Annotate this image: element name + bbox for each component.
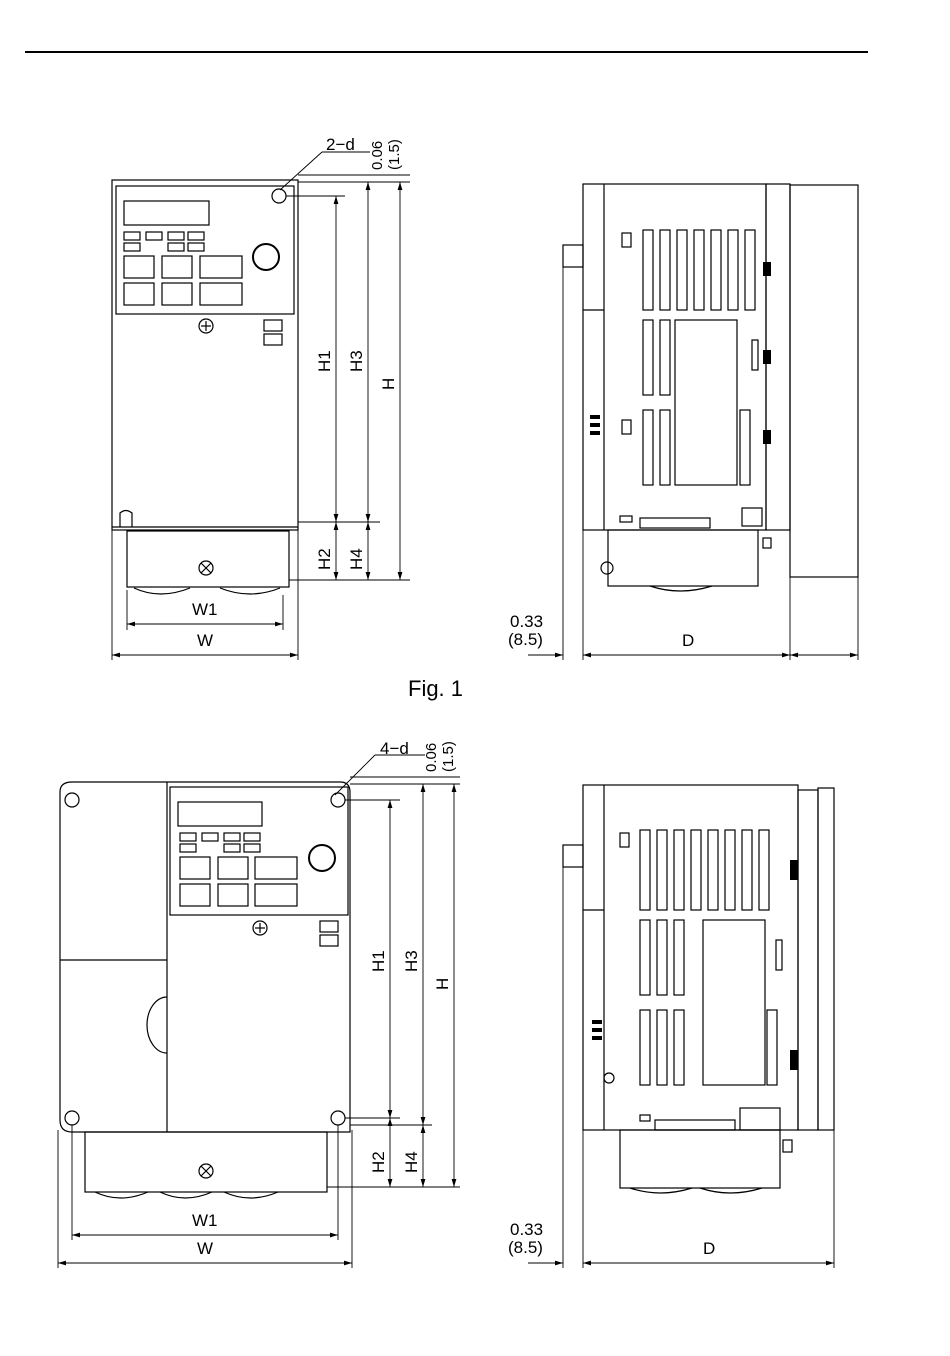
fig2-h2-label: H2 bbox=[369, 1151, 388, 1173]
fig1-side-view bbox=[563, 184, 858, 591]
fig1-w1-label: W1 bbox=[192, 600, 218, 619]
fig2-w-label: W bbox=[197, 1239, 213, 1258]
fig1-h-label: H bbox=[379, 378, 398, 390]
fig1-side-offset-mm: (8.5) bbox=[508, 630, 543, 649]
fig1-vent-slots bbox=[643, 230, 755, 485]
fig1-w-label: W bbox=[197, 631, 213, 650]
fig2-w1-label: W1 bbox=[192, 1211, 218, 1230]
fig1-side-offset-in: 0.33 bbox=[510, 612, 543, 631]
fig1-front-dimensions bbox=[112, 152, 410, 660]
fig1-h3-label: H3 bbox=[347, 350, 366, 372]
fig2-side-view bbox=[563, 785, 834, 1193]
fig1-front-view bbox=[112, 180, 298, 594]
fig2-side-offset-in: 0.33 bbox=[510, 1220, 543, 1239]
fig2-d-label: D bbox=[703, 1239, 715, 1258]
fig1-side-dimensions bbox=[528, 267, 858, 660]
fig1-caption: Fig. 1 bbox=[408, 676, 463, 701]
fig2-hole-offset-in: 0.06 bbox=[423, 743, 440, 772]
fig1-h1-label: H1 bbox=[315, 350, 334, 372]
fig2-h1-label: H1 bbox=[369, 950, 388, 972]
fig1-d-label: D bbox=[682, 631, 694, 650]
fig2-side-dimensions bbox=[528, 867, 834, 1268]
fig1-hole-offset-mm: (1.5) bbox=[386, 139, 403, 170]
fig2-side-offset-mm: (8.5) bbox=[508, 1238, 543, 1257]
fig2-hole-callout: 4−d bbox=[380, 739, 409, 758]
fig2-h-label: H bbox=[433, 978, 452, 990]
fig2-front-view bbox=[60, 782, 350, 1198]
fig1-hole-offset-in: 0.06 bbox=[369, 141, 386, 170]
fig2-front-dimensions bbox=[58, 755, 460, 1268]
fig2-h3-label: H3 bbox=[402, 950, 421, 972]
fig2-hole-offset-mm: (1.5) bbox=[440, 741, 457, 772]
fig1-h2-label: H2 bbox=[315, 548, 334, 570]
fig2-h4-label: H4 bbox=[402, 1151, 421, 1173]
fig2-vent-slots bbox=[640, 830, 777, 1085]
fig1-h4-label: H4 bbox=[347, 548, 366, 570]
fig1-hole-callout: 2−d bbox=[326, 135, 355, 154]
